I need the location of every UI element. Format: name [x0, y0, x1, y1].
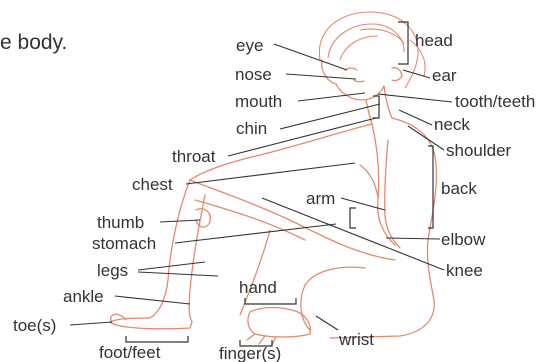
- heading-text: e body.: [0, 31, 67, 54]
- label-mouth: mouth: [235, 92, 282, 111]
- label-arm: arm: [306, 189, 335, 208]
- label-hand: hand: [239, 278, 277, 297]
- part-labels: eye nose mouth chin throat chest thumb s…: [13, 31, 535, 362]
- label-chin: chin: [236, 119, 267, 138]
- label-elbow: elbow: [441, 230, 486, 249]
- label-stomach: stomach: [92, 234, 156, 253]
- label-eye: eye: [236, 36, 263, 55]
- label-head: head: [415, 31, 453, 50]
- label-neck: neck: [434, 115, 470, 134]
- label-ankle: ankle: [63, 287, 104, 306]
- label-legs: legs: [97, 261, 128, 280]
- label-ear: ear: [432, 66, 457, 85]
- label-nose: nose: [235, 65, 272, 84]
- label-shoulder: shoulder: [446, 141, 512, 160]
- label-back: back: [441, 179, 477, 198]
- label-thumb: thumb: [97, 213, 144, 232]
- label-tooth: tooth/teeth: [455, 92, 535, 111]
- label-wrist: wrist: [338, 330, 374, 349]
- label-chest: chest: [132, 175, 173, 194]
- label-toes: toe(s): [13, 316, 56, 335]
- label-foot: foot/feet: [99, 343, 161, 362]
- label-knee: knee: [446, 261, 483, 280]
- label-fingers: finger(s): [219, 344, 281, 362]
- label-throat: throat: [172, 147, 216, 166]
